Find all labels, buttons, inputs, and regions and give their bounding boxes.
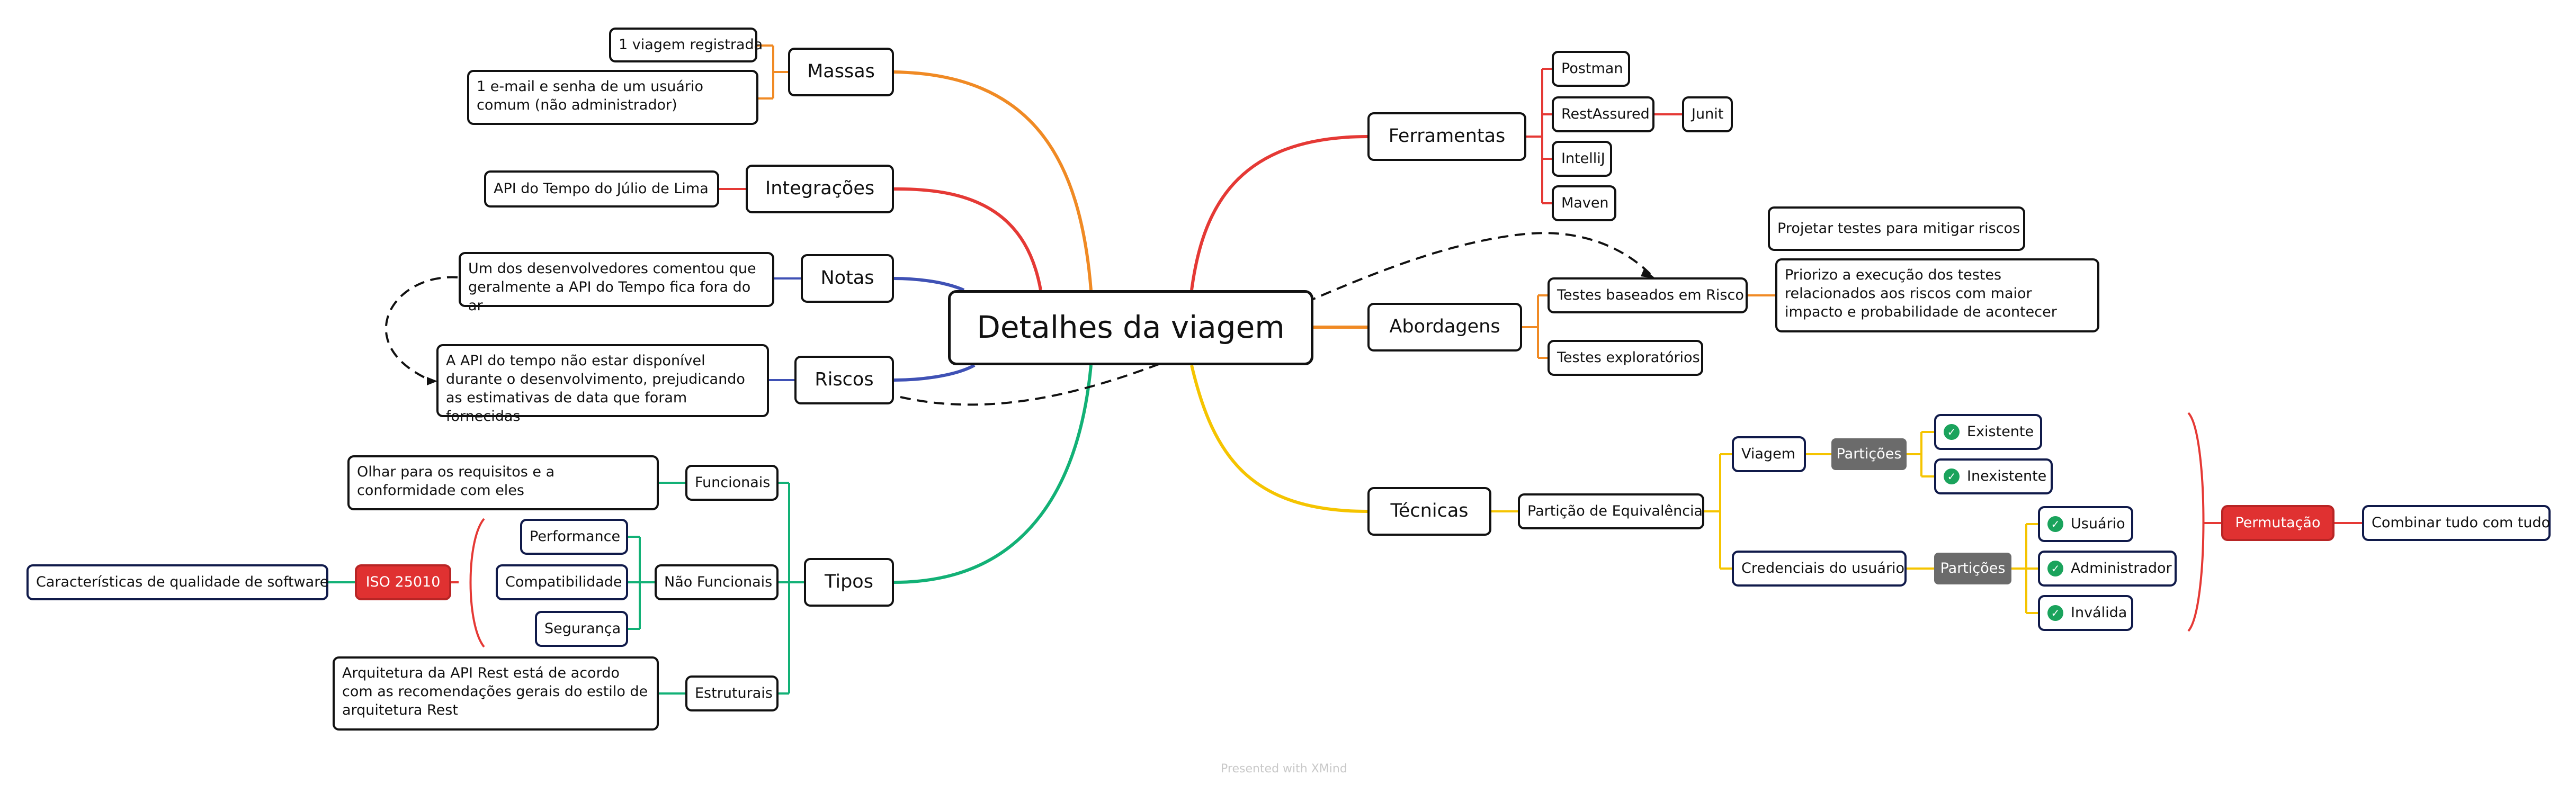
iso-25010-badge[interactable]: ISO 25010 [355, 564, 451, 600]
topic-ferramentas[interactable]: Ferramentas [1367, 112, 1526, 161]
ferramenta-restassured[interactable]: RestAssured [1552, 96, 1654, 132]
credencial-usuario[interactable]: ✓ Usuário [2038, 506, 2133, 542]
tipos-funcionais[interactable]: Funcionais [685, 465, 779, 501]
abordagem-risco[interactable]: Testes baseados em Risco [1548, 277, 1748, 313]
riscos-item[interactable]: A API do tempo não estar disponível dura… [436, 344, 769, 425]
ferramenta-junit[interactable]: Junit [1682, 96, 1733, 132]
ferramenta-maven[interactable]: Maven [1552, 185, 1616, 221]
particao-credenciais[interactable]: Credenciais do usuário [1732, 551, 1907, 587]
iso-25010-description[interactable]: Características de qualidade de software [26, 564, 328, 600]
viagem-inexistente-label: Inexistente [1967, 468, 2047, 485]
nao-funcionais-compatibilidade[interactable]: Compatibilidade [496, 564, 628, 600]
tipos-nao-funcionais[interactable]: Não Funcionais [655, 564, 779, 600]
nao-funcionais-seguranca[interactable]: Segurança [535, 611, 628, 647]
viagem-inexistente[interactable]: ✓ Inexistente [1934, 458, 2053, 494]
check-icon: ✓ [2047, 516, 2063, 532]
credencial-invalida-label: Inválida [2071, 605, 2127, 621]
combinar-tudo[interactable]: Combinar tudo com tudo [2362, 505, 2551, 541]
particao-viagem[interactable]: Viagem [1732, 436, 1806, 472]
ferramenta-intellij[interactable]: IntelliJ [1552, 141, 1612, 177]
funcionais-item[interactable]: Olhar para os requisitos e a conformidad… [347, 455, 659, 510]
credencial-administrador-label: Administrador [2071, 560, 2172, 577]
topic-tipos[interactable]: Tipos [804, 558, 894, 607]
credencial-administrador[interactable]: ✓ Administrador [2038, 551, 2177, 587]
topic-abordagens[interactable]: Abordagens [1367, 303, 1522, 352]
permutacao-badge[interactable]: Permutação [2221, 505, 2334, 541]
notas-item[interactable]: Um dos desenvolvedores comentou que gera… [459, 252, 774, 314]
topic-massas[interactable]: Massas [788, 48, 894, 96]
risco-item-priorizo[interactable]: Priorizo a execução dos testes relaciona… [1775, 258, 2099, 332]
credencial-usuario-label: Usuário [2071, 516, 2125, 533]
credenciais-particoes[interactable]: Partições [1934, 553, 2011, 584]
abordagem-exploratorios[interactable]: Testes exploratórios [1548, 340, 1703, 376]
topic-notas[interactable]: Notas [801, 254, 894, 303]
topic-tecnicas[interactable]: Técnicas [1367, 487, 1491, 536]
nao-funcionais-performance[interactable]: Performance [520, 519, 628, 555]
integracoes-item-api[interactable]: API do Tempo do Júlio de Lima [484, 170, 719, 208]
risco-item-projetar[interactable]: Projetar testes para mitigar riscos [1768, 206, 2025, 251]
check-icon: ✓ [2047, 561, 2063, 576]
check-icon: ✓ [1944, 468, 1960, 484]
viagem-existente-label: Existente [1967, 423, 2034, 440]
xmind-footer: Presented with XMind [1221, 762, 1347, 776]
viagem-particoes[interactable]: Partições [1831, 438, 1907, 470]
check-icon: ✓ [2047, 605, 2063, 621]
check-icon: ✓ [1944, 424, 1960, 440]
massas-item-usuario[interactable]: 1 e-mail e senha de um usuário comum (nã… [467, 70, 758, 125]
topic-riscos[interactable]: Riscos [794, 356, 894, 404]
central-topic[interactable]: Detalhes da viagem [948, 290, 1313, 365]
ferramenta-postman[interactable]: Postman [1552, 51, 1630, 87]
estruturais-item[interactable]: Arquitetura da API Rest está de acordo c… [333, 656, 659, 731]
credencial-invalida[interactable]: ✓ Inválida [2038, 595, 2133, 631]
massas-item-viagem[interactable]: 1 viagem registrada [609, 28, 763, 62]
topic-integracoes[interactable]: Integrações [746, 165, 894, 213]
tecnica-particao[interactable]: Partição de Equivalência [1518, 493, 1704, 529]
viagem-existente[interactable]: ✓ Existente [1934, 414, 2042, 450]
tipos-estruturais[interactable]: Estruturais [685, 675, 779, 711]
